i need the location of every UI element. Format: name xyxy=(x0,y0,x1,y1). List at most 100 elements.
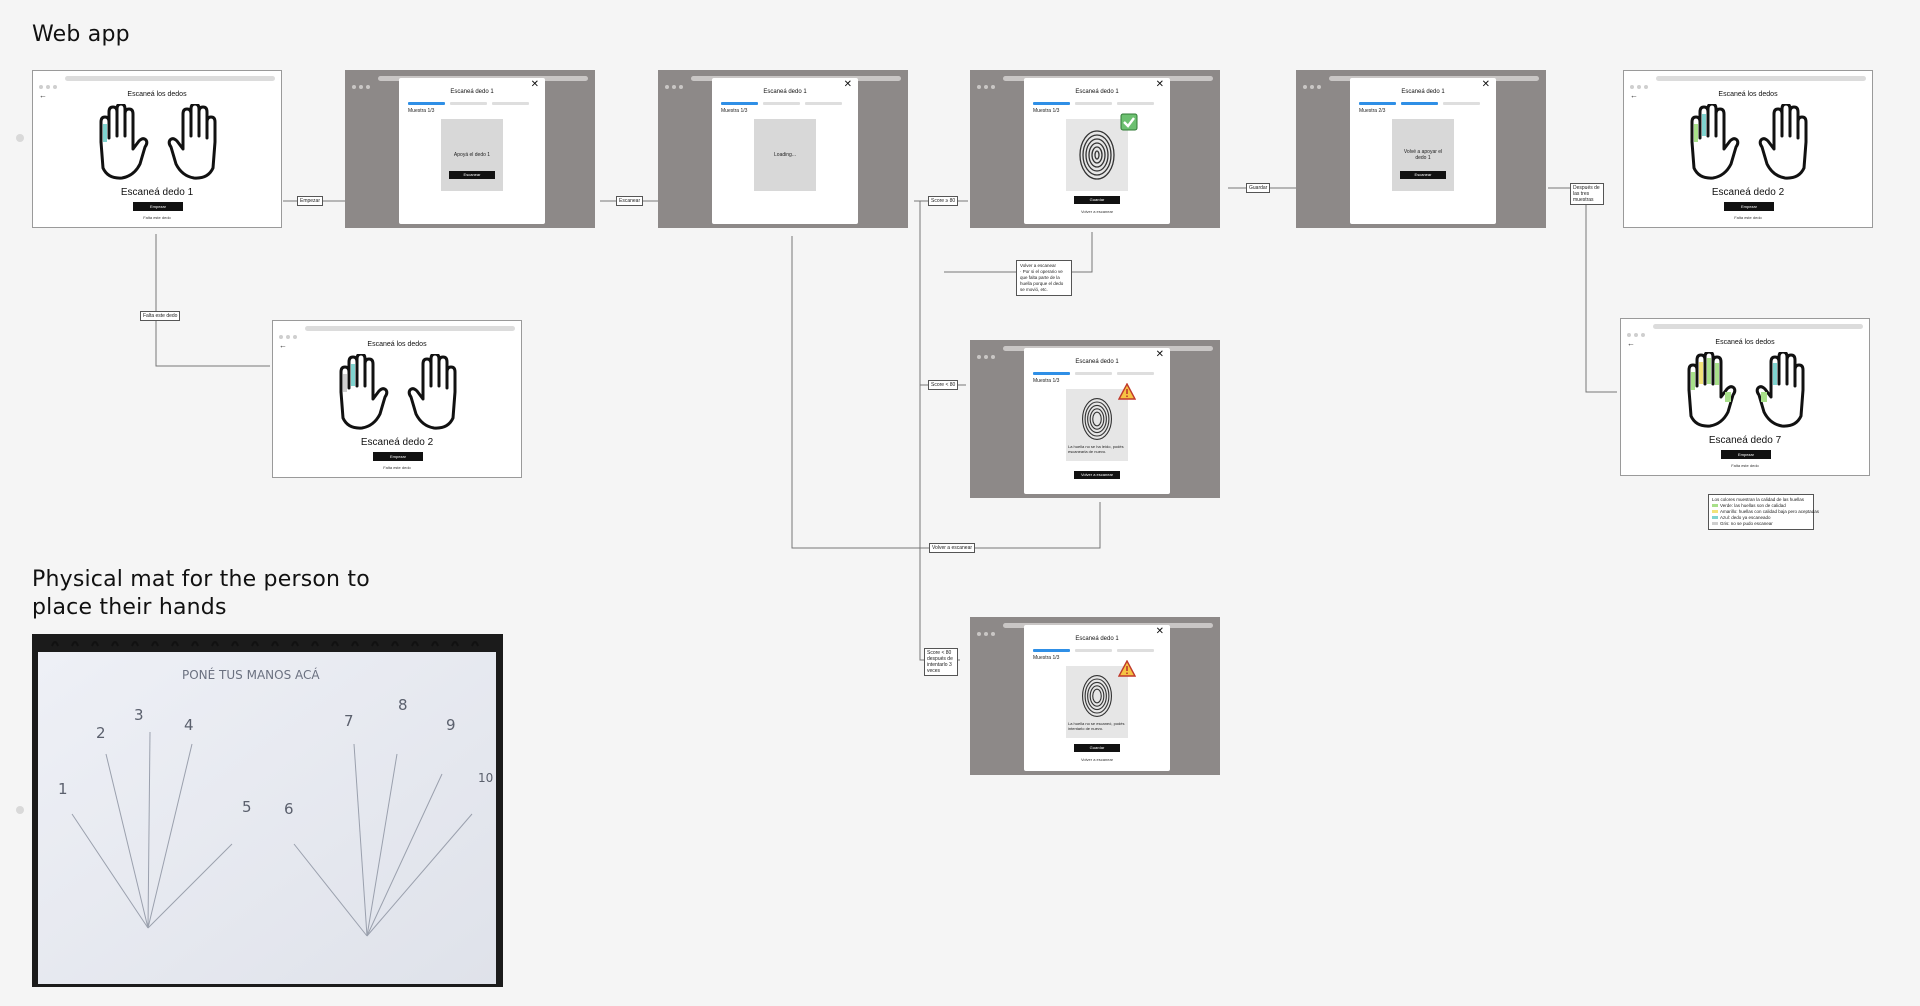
close-icon[interactable]: ✕ xyxy=(1155,79,1164,90)
screen-scan-fingers-skip: ← Escaneá los dedos Escaneá dedo 2 Empez… xyxy=(272,320,522,478)
sample-progress xyxy=(1033,649,1154,652)
fingerprint-image: La huella no se ha leído, podés escanear… xyxy=(1066,389,1128,461)
mat-number-6: 6 xyxy=(284,800,294,818)
fingerprint-placeholder: Apoyá el dedo 1 xyxy=(441,119,503,191)
mat-number-4: 4 xyxy=(184,716,194,734)
mat-number-1: 1 xyxy=(58,780,68,798)
start-button[interactable]: Empezar xyxy=(373,452,423,461)
save-button[interactable]: Guardar xyxy=(1074,744,1120,752)
modal-title: Escaneá dedo 1 xyxy=(1075,359,1119,365)
mat-number-8: 8 xyxy=(398,696,408,714)
mat-photo-drawing: PONÉ TUS MANOS ACÁ 1 2 3 4 5 6 7 8 9 10 xyxy=(38,641,496,984)
screen-modal-scan-success: ✕ Escaneá dedo 1 Muestra 1/3 Guardar Vol… xyxy=(970,70,1220,228)
connector-label-after-samples: Después de las tres muestras xyxy=(1570,183,1604,205)
fingerprint-image: La huella no se escaneó, podés intentarl… xyxy=(1066,666,1128,738)
start-button[interactable]: Empezar xyxy=(1724,202,1774,211)
back-arrow-icon[interactable]: ← xyxy=(39,91,47,100)
sample-counter: Muestra 1/3 xyxy=(408,108,435,114)
screen-scan-fingers-1: ← Escaneá los dedos Escaneá dedo 1 Empez… xyxy=(32,70,282,228)
screen-modal-loading: ✕ Escaneá dedo 1 Muestra 1/3 Loading... xyxy=(658,70,908,228)
frame-marker xyxy=(16,134,24,142)
screen-modal-sample-2: ✕ Escaneá dedo 1 Muestra 2/3 Volvé a apo… xyxy=(1296,70,1546,228)
modal-title: Escaneá dedo 1 xyxy=(763,89,807,95)
sample-progress xyxy=(721,102,842,105)
connector-label-empezar: Empezar xyxy=(297,196,324,206)
mat-number-9: 9 xyxy=(446,716,456,734)
placeholder-text: Volvé a apoyar el dedo 1 xyxy=(1403,149,1443,161)
modal-title: Escaneá dedo 1 xyxy=(450,89,494,95)
scan-button[interactable]: Escanear xyxy=(449,171,495,179)
warning-message: La huella no se escaneó, podés intentarl… xyxy=(1068,721,1125,731)
close-icon[interactable]: ✕ xyxy=(1155,349,1164,360)
fingerprint-icon xyxy=(1081,675,1113,717)
modal-title: Escaneá dedo 1 xyxy=(1075,636,1119,642)
screen-title: Escaneá los dedos xyxy=(127,91,187,98)
fingerprint-icon xyxy=(1081,398,1113,440)
hands-icon xyxy=(1690,104,1808,180)
close-icon[interactable]: ✕ xyxy=(1481,79,1490,90)
mat-header: PONÉ TUS MANOS ACÁ xyxy=(182,667,320,682)
connector-label-guardar: Guardar xyxy=(1246,183,1271,193)
rescan-link[interactable]: Volver a escanear xyxy=(1080,757,1114,762)
missing-finger-link[interactable]: Falta este dedo xyxy=(1734,215,1762,220)
legend-yellow: Amarillo: huellas con calidad baja pero … xyxy=(1720,509,1820,514)
connector-label-three-fails: Score < 80 después de intentarlo 3 veces xyxy=(924,648,958,676)
fingerprint-placeholder: Volvé a apoyar el dedo 1 xyxy=(1392,119,1454,191)
placeholder-text: Apoyá el dedo 1 xyxy=(453,152,491,158)
connector-label-rescan: Volver a escanear xyxy=(929,543,976,553)
rescan-link[interactable]: Volver a escanear xyxy=(1080,209,1114,214)
sample-counter: Muestra 1/3 xyxy=(721,108,748,114)
fingerprint-icon xyxy=(1079,130,1115,180)
screen-modal-three-fails: ✕ Escaneá dedo 1 Muestra 1/3 La huella n… xyxy=(970,617,1220,775)
sample-progress xyxy=(408,102,529,105)
note-retry-body: · Por si el operario ve que falta parte … xyxy=(1020,269,1064,292)
connector-label-escanear: Escanear xyxy=(616,196,644,206)
hands-icon xyxy=(1687,352,1805,428)
start-button[interactable]: Empezar xyxy=(133,202,183,211)
scan-modal: ✕ Escaneá dedo 1 Muestra 2/3 Volvé a apo… xyxy=(1350,78,1496,224)
start-button[interactable]: Empezar xyxy=(1721,450,1771,459)
missing-finger-link[interactable]: Falta este dedo xyxy=(1731,463,1759,468)
sample-counter: Muestra 1/3 xyxy=(1033,108,1060,114)
mat-number-5: 5 xyxy=(242,798,252,816)
back-arrow-icon[interactable]: ← xyxy=(1627,339,1635,348)
missing-finger-link[interactable]: Falta este dedo xyxy=(383,465,411,470)
mat-photo: PONÉ TUS MANOS ACÁ 1 2 3 4 5 6 7 8 9 10 xyxy=(32,634,503,987)
scan-modal: ✕ Escaneá dedo 1 Muestra 1/3 Apoyá el de… xyxy=(399,78,545,224)
note-retry-title: Volver a escanear xyxy=(1020,263,1057,268)
screen-title: Escaneá los dedos xyxy=(1715,339,1775,346)
loading-placeholder: Loading... xyxy=(754,119,816,191)
save-button[interactable]: Guardar xyxy=(1074,196,1120,204)
browser-chrome xyxy=(1627,324,1863,337)
legend-blue: Azul: dedo ya escaneado xyxy=(1720,515,1771,520)
browser-chrome xyxy=(1630,76,1866,89)
modal-title: Escaneá dedo 1 xyxy=(1401,89,1445,95)
sample-progress xyxy=(1033,372,1154,375)
back-arrow-icon[interactable]: ← xyxy=(1630,91,1638,100)
connector-label-score-low: Score < 80 xyxy=(928,380,959,390)
mat-number-3: 3 xyxy=(134,706,144,724)
close-icon[interactable]: ✕ xyxy=(843,79,852,90)
rescan-button[interactable]: Volver a escanear xyxy=(1074,471,1120,479)
close-icon[interactable]: ✕ xyxy=(530,79,539,90)
scan-modal: ✕ Escaneá dedo 1 Muestra 1/3 La huella n… xyxy=(1024,625,1170,771)
sample-progress xyxy=(1033,102,1154,105)
connector-label-score-ok: Score ≥ 80 xyxy=(928,196,959,206)
screen-modal-place-finger: ✕ Escaneá dedo 1 Muestra 1/3 Apoyá el de… xyxy=(345,70,595,228)
legend-grey: Gris: no se pudo escanear xyxy=(1720,521,1773,526)
missing-finger-link[interactable]: Falta este dedo xyxy=(143,215,171,220)
sample-counter: Muestra 1/3 xyxy=(1033,655,1060,661)
close-icon[interactable]: ✕ xyxy=(1155,626,1164,637)
mat-number-7: 7 xyxy=(344,712,354,730)
screen-subtitle: Escaneá dedo 1 xyxy=(120,187,194,198)
scan-button[interactable]: Escanear xyxy=(1400,171,1446,179)
modal-title: Escaneá dedo 1 xyxy=(1075,89,1119,95)
back-arrow-icon[interactable]: ← xyxy=(279,341,287,350)
fingerprint-image xyxy=(1066,119,1128,191)
scan-modal: ✕ Escaneá dedo 1 Muestra 1/3 La huella n… xyxy=(1024,348,1170,494)
screen-title: Escaneá los dedos xyxy=(367,341,427,348)
legend-title: Los colores muestran la calidad de las h… xyxy=(1712,497,1805,502)
sample-counter: Muestra 1/3 xyxy=(1033,378,1060,384)
section-title-web-app: Web app xyxy=(32,22,130,47)
warning-icon xyxy=(1118,660,1136,677)
